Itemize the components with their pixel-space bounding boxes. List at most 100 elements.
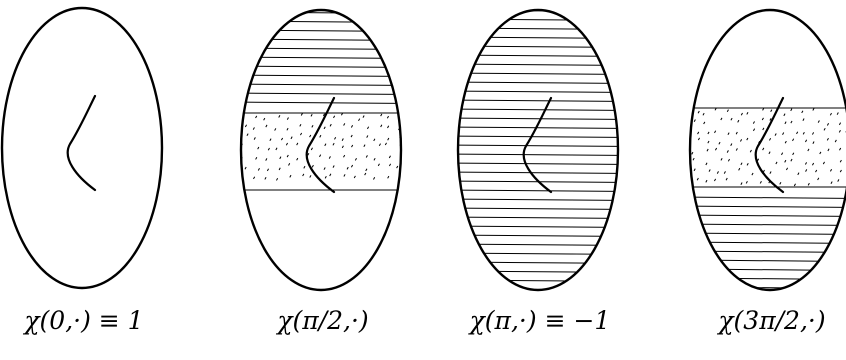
stipple-dot (234, 116, 235, 118)
stipple-dot (266, 168, 269, 172)
stipple-dot (826, 137, 829, 141)
stipple-dot (319, 134, 322, 138)
stipple-dot (730, 117, 733, 121)
stipple-dot (288, 163, 291, 166)
stipple-dot (255, 156, 258, 160)
stipple-dot (366, 135, 369, 138)
stipple-dot (769, 171, 772, 174)
stipple-dot (703, 121, 706, 125)
stipple-dot (738, 167, 741, 171)
hatch-line (458, 27, 618, 30)
stipple-dot (234, 155, 235, 157)
stipple-dot (790, 108, 793, 112)
stipple-dot (822, 161, 825, 165)
hatch-line (458, 189, 618, 192)
stipple-dot (244, 166, 247, 170)
stipple-dot (827, 148, 830, 152)
stipple-dot (387, 137, 390, 141)
stipple-dot (691, 151, 694, 155)
stipple-dot (834, 139, 837, 143)
stipple-dot (238, 176, 239, 178)
stipple-dot (817, 120, 820, 123)
shading-region (458, 10, 618, 290)
hatch-line (458, 171, 618, 174)
stipple-dot (350, 134, 353, 138)
stipple-dot (823, 127, 826, 131)
stipple-dot (696, 177, 699, 181)
stipple-dot (269, 138, 272, 142)
stipple-dot (367, 126, 370, 130)
stipple-dot (410, 125, 411, 127)
stipple-dot (785, 167, 789, 171)
stipple-dot (274, 128, 277, 131)
hatch-line (458, 153, 618, 156)
stipple-dot (280, 137, 284, 141)
stipple-dot (811, 132, 815, 135)
panel-0 (0, 6, 164, 290)
stipple-dot (407, 138, 408, 140)
torus-outline (0, 6, 164, 290)
stipple-dot (784, 121, 787, 125)
caption-1: χ(π/2,·) (277, 306, 369, 335)
hatch-line (458, 63, 618, 66)
stipple-dot (264, 177, 267, 180)
stipple-dot (740, 112, 743, 116)
stipple-dot (687, 131, 688, 133)
hatch-line (458, 108, 618, 111)
stipple-dot (341, 145, 344, 149)
stipple-dot (762, 127, 765, 131)
stipple-dot (692, 157, 695, 161)
stipple-dot (409, 163, 410, 165)
hatch-line (458, 81, 618, 84)
stipple-dot (384, 142, 387, 146)
stipple-dot (309, 175, 312, 178)
hole-curve-upper (305, 96, 336, 194)
stipple-dot (387, 125, 390, 129)
stipple-dot (257, 146, 260, 150)
stipple-dot (807, 148, 810, 152)
stipple-dot (373, 138, 376, 142)
stipple-dot (779, 181, 782, 185)
stipple-dot (839, 147, 842, 151)
stipple-dot (752, 121, 755, 124)
caption-2: χ(π,·) ≡ −1 (469, 306, 611, 335)
hatch-line (458, 90, 618, 93)
stipple-dot (350, 164, 354, 168)
stipple-dot (702, 112, 705, 116)
stipple-dot (838, 122, 842, 126)
stipple-dot (735, 148, 738, 151)
stipple-dot (402, 173, 403, 175)
hatch-line (241, 101, 401, 104)
stipple-dot (353, 175, 356, 179)
stipple-dot (726, 150, 729, 153)
stipple-dot (746, 162, 749, 166)
stipple-dot (409, 143, 410, 145)
hatch-line (241, 74, 401, 77)
hatch-line (458, 144, 618, 147)
stipple-dot (387, 175, 390, 179)
hatch-line (241, 38, 401, 41)
hatch-line (458, 198, 618, 201)
hatch-line (690, 277, 846, 280)
stipple-dot (263, 117, 266, 121)
panel-2 (456, 8, 620, 292)
stipple-dot (686, 111, 687, 113)
hatch-line (241, 29, 401, 32)
stipple-dot (817, 177, 820, 181)
stipple-dot (718, 141, 721, 145)
stipple-dot (774, 133, 777, 136)
hatch-line (458, 225, 618, 228)
hatch-line (458, 36, 618, 39)
hatch-line (241, 47, 401, 50)
hole-curve-upper (754, 96, 785, 194)
stipple-dot (350, 125, 354, 128)
stipple-dot (253, 137, 256, 140)
stipple-dot (706, 148, 709, 152)
stipple-dot (790, 158, 793, 162)
stipple-dot (343, 174, 346, 177)
stipple-dot (386, 115, 389, 119)
stipple-dot (812, 162, 815, 166)
stipple-dot (739, 139, 743, 142)
